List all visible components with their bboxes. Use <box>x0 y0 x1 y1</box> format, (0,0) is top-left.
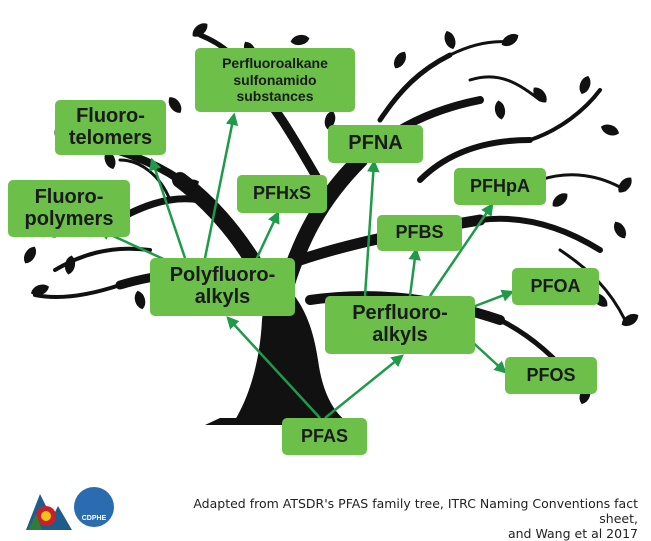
node-pfoa: PFOA <box>512 268 599 305</box>
node-pfhpa: PFHpA <box>454 168 546 205</box>
node-fluoropolymers: Fluoro- polymers <box>8 180 130 237</box>
arrow-perf-pfhpa <box>428 202 494 297</box>
cdphe-label: CDPHE <box>81 515 107 522</box>
source-credit: Adapted from ATSDR's PFAS family tree, I… <box>193 496 638 541</box>
node-perfluoroalkyls: Perfluoro- alkyls <box>325 296 475 354</box>
cdphe-logo: CDPHE <box>74 487 114 527</box>
arrow-perf-pfoa <box>469 289 515 310</box>
colorado-logo <box>26 494 72 530</box>
arrow-perf-pfbs <box>408 247 421 297</box>
arrow-poly-sulfonamido <box>203 112 239 259</box>
node-perfluoroalkane-sulfonamido: Perfluoroalkane sulfonamido substances <box>195 48 355 112</box>
node-pfos: PFOS <box>505 357 597 394</box>
arrow-poly-pfhxs <box>253 210 280 263</box>
node-pfbs: PFBS <box>377 215 462 251</box>
node-fluorotelomers: Fluoro- telomers <box>55 100 166 155</box>
arrow-perf-pfna <box>363 159 380 297</box>
arrow-pfas-polyfluoroalkyls <box>226 316 321 419</box>
arrow-pfas-perfluoroalkyls <box>324 354 404 419</box>
arrow-poly-fluorotelomers <box>149 157 187 259</box>
node-pfas: PFAS <box>282 418 367 455</box>
arrows <box>97 112 515 419</box>
node-pfhxs: PFHxS <box>237 175 327 213</box>
node-polyfluoroalkyls: Polyfluoro- alkyls <box>150 258 295 316</box>
node-pfna: PFNA <box>328 125 423 163</box>
